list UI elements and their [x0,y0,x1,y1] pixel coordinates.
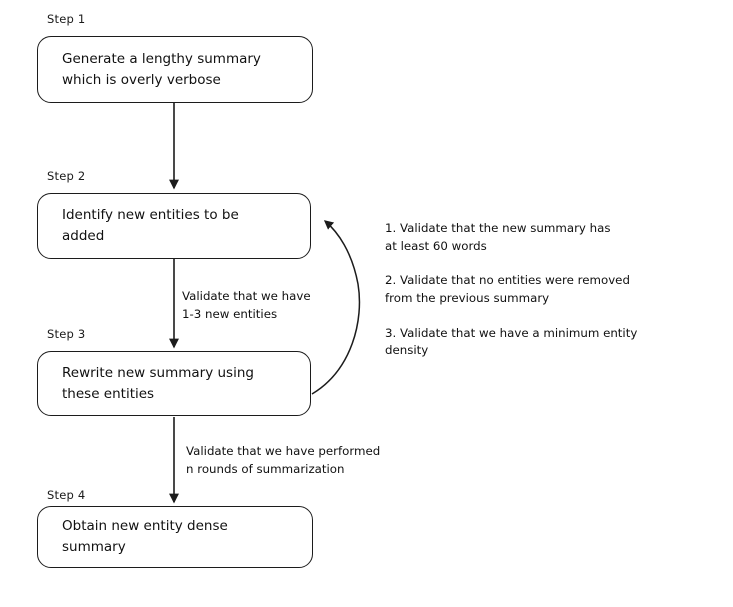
node-step-1[interactable]: Generate a lengthy summary which is over… [37,36,313,103]
node-step-1-text: Generate a lengthy summary which is over… [62,50,261,88]
step-label-4: Step 4 [47,488,86,502]
node-step-3[interactable]: Rewrite new summary using these entities [37,351,311,416]
edge-label-validate-entities: Validate that we have 1-3 new entities [182,289,311,321]
node-step-2[interactable]: Identify new entities to be added [37,193,311,259]
node-step-3-text: Rewrite new summary using these entities [62,364,254,402]
edge-label-validate-rounds: Validate that we have performed n rounds… [186,444,381,476]
step-label-3: Step 3 [47,327,86,341]
validation-item-3: 3. Validate that we have a minimum entit… [385,325,638,358]
step-label-2: Step 2 [47,169,86,183]
validation-item-2: 2. Validate that no entities were remove… [385,273,630,306]
step-label-1: Step 1 [47,12,86,26]
validation-list: 1. Validate that the new summary has at … [385,220,705,377]
node-step-4[interactable]: Obtain new entity dense summary [37,506,313,568]
validation-item-1: 1. Validate that the new summary has at … [385,221,611,253]
node-step-2-text: Identify new entities to be added [62,207,239,244]
node-step-4-text: Obtain new entity dense summary [62,518,228,555]
